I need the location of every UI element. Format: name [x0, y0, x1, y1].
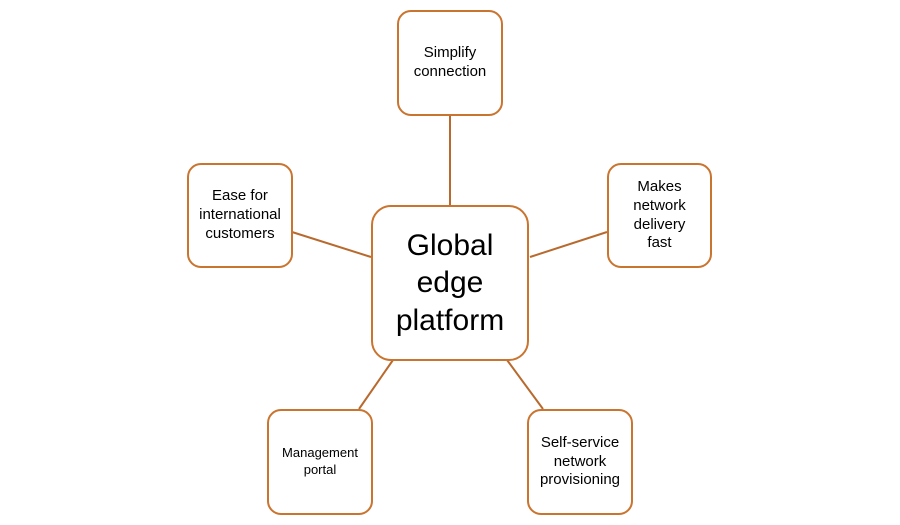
- node-simplify-connection: Simplify connection: [397, 10, 503, 116]
- connector-makes-network-delivery-fast: [529, 231, 608, 258]
- connector-ease-international: [291, 231, 372, 258]
- node-makes-network-delivery-fast: Makes network delivery fast: [607, 163, 712, 268]
- connector-self-service-provisioning: [506, 359, 544, 410]
- node-management-portal: Management portal: [267, 409, 373, 515]
- node-self-service-network-provisioning: Self-service network provisioning: [527, 409, 633, 515]
- connector-management-portal: [358, 359, 394, 410]
- node-ease-for-international-customers: Ease for international customers: [187, 163, 293, 268]
- center-node-global-edge-platform: Global edge platform: [371, 205, 529, 361]
